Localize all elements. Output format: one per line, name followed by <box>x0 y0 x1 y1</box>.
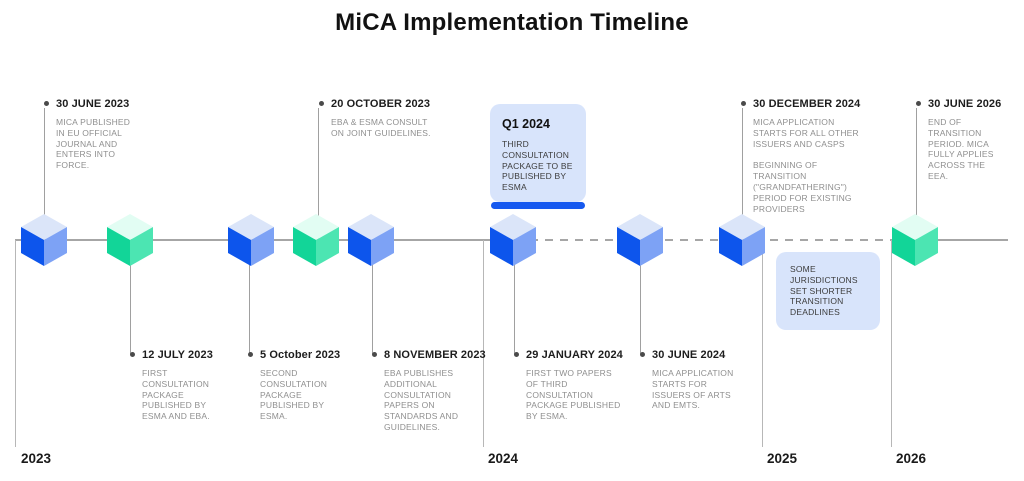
cube-icon <box>107 214 153 266</box>
highlight-card-accent-bar <box>491 202 585 209</box>
milestone-date: 30 JUNE 2024 <box>652 349 726 361</box>
year-label-2025: 2025 <box>767 451 798 466</box>
milestone-description: EBA PUBLISHES ADDITIONAL CONSULTATION PA… <box>384 368 459 432</box>
milestone-30-june-2023: 30 JUNE 2023 MICA PUBLISHED IN EU OFFICI… <box>44 98 136 171</box>
milestone-30-june-2026: 30 JUNE 2026 END OF TRANSITION PERIOD. M… <box>916 98 1006 182</box>
timeline-axis-solid-right <box>898 239 1008 241</box>
milestone-description: FIRST CONSULTATION PACKAGE PUBLISHED BY … <box>142 368 210 422</box>
milestone-description: MICA APPLICATION STARTS FOR ALL OTHER IS… <box>753 117 859 149</box>
connector-down-29-january-2024 <box>514 240 515 354</box>
cube-icon <box>228 214 274 266</box>
connector-up-30-december-2024 <box>742 108 743 240</box>
milestone-date: 8 NOVEMBER 2023 <box>384 349 486 361</box>
cube-icon <box>293 214 339 266</box>
year-divider-2023 <box>15 240 16 447</box>
milestone-5-october-2023: 5 October 2023 SECOND CONSULTATION PACKA… <box>248 349 345 422</box>
connector-down-30-june-2024 <box>640 240 641 354</box>
year-label-2023: 2023 <box>21 451 52 466</box>
milestone-dot <box>130 352 135 357</box>
year-divider-2024 <box>483 240 484 447</box>
page-title: MiCA Implementation Timeline <box>335 9 689 36</box>
milestone-description: END OF TRANSITION PERIOD. MICA FULLY APP… <box>928 117 994 181</box>
milestone-dot <box>916 101 921 106</box>
connector-up-30-june-2026 <box>916 108 917 240</box>
milestone-30-december-2024: 30 DECEMBER 2024 MICA APPLICATION STARTS… <box>741 98 863 214</box>
milestone-dot <box>319 101 324 106</box>
connector-down-12-july-2023 <box>130 240 131 354</box>
year-divider-2025 <box>762 240 763 447</box>
milestone-date: 12 JULY 2023 <box>142 349 213 361</box>
milestone-12-july-2023: 12 JULY 2023 FIRST CONSULTATION PACKAGE … <box>130 349 227 422</box>
milestone-date: 30 DECEMBER 2024 <box>753 98 861 110</box>
cube-icon <box>490 214 536 266</box>
milestone-dot <box>372 352 377 357</box>
cube-icon <box>21 214 67 266</box>
milestone-date: 30 JUNE 2023 <box>56 98 130 110</box>
cube-icon <box>892 214 938 266</box>
milestone-dot <box>741 101 746 106</box>
timeline-axis-dashed <box>515 239 898 241</box>
milestone-29-january-2024: 29 JANUARY 2024 FIRST TWO PAPERS OF THIR… <box>514 349 623 422</box>
milestone-8-november-2023: 8 NOVEMBER 2023 EBA PUBLISHES ADDITIONAL… <box>372 349 486 433</box>
cube-icon <box>348 214 394 266</box>
milestone-description: MICA PUBLISHED IN EU OFFICIAL JOURNAL AN… <box>56 117 131 171</box>
milestone-description: FIRST TWO PAPERS OF THIRD CONSULTATION P… <box>526 368 621 422</box>
milestone-date: 29 JANUARY 2024 <box>526 349 623 361</box>
milestone-dot <box>640 352 645 357</box>
note-card-transition-deadlines: SOME JURISDICTIONS SET SHORTER TRANSITIO… <box>776 252 880 330</box>
year-divider-2026 <box>891 240 892 447</box>
milestone-dot <box>248 352 253 357</box>
milestone-date: 5 October 2023 <box>260 349 341 361</box>
connector-down-8-november-2023 <box>372 240 373 354</box>
milestone-date: 30 JUNE 2026 <box>928 98 1002 110</box>
cube-icon <box>617 214 663 266</box>
note-card-body: SOME JURISDICTIONS SET SHORTER TRANSITIO… <box>790 264 858 318</box>
milestone-description-2: BEGINNING OF TRANSITION ("GRANDFATHERING… <box>753 160 852 214</box>
milestone-description: MICA APPLICATION STARTS FOR ISSUERS OF A… <box>652 368 734 411</box>
milestone-dot <box>514 352 519 357</box>
milestone-30-june-2024: 30 JUNE 2024 MICA APPLICATION STARTS FOR… <box>640 349 740 411</box>
milestone-description: SECOND CONSULTATION PACKAGE PUBLISHED BY… <box>260 368 328 422</box>
highlight-card-q1-2024: Q1 2024 THIRD CONSULTATION PACKAGE TO BE… <box>490 104 586 202</box>
milestone-dot <box>44 101 49 106</box>
connector-up-30-june-2023 <box>44 108 45 240</box>
highlight-card-body: THIRD CONSULTATION PACKAGE TO BE PUBLISH… <box>502 139 573 193</box>
milestone-date: 20 OCTOBER 2023 <box>331 98 431 110</box>
milestone-20-october-2023: 20 OCTOBER 2023 EBA & ESMA CONSULT ON JO… <box>319 98 431 139</box>
connector-down-5-october-2023 <box>249 240 250 354</box>
year-label-2026: 2026 <box>896 451 927 466</box>
connector-up-20-october-2023 <box>318 108 319 240</box>
highlight-card-title: Q1 2024 <box>502 117 550 131</box>
cube-icon <box>719 214 765 266</box>
year-label-2024: 2024 <box>488 451 519 466</box>
milestone-description: EBA & ESMA CONSULT ON JOINT GUIDELINES. <box>331 117 431 138</box>
